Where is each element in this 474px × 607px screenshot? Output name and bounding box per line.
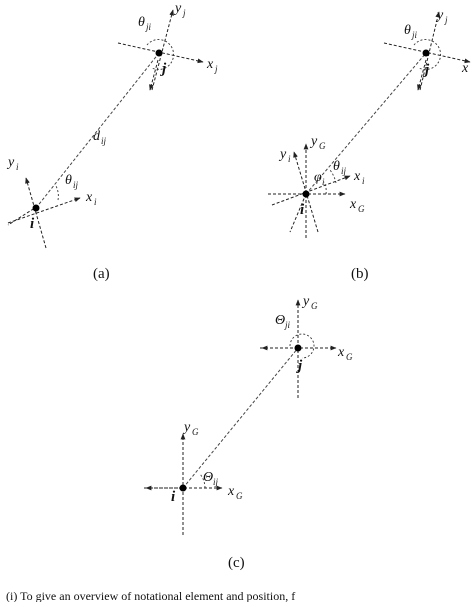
panel-a: i j x i y i x j y j θ ij θ ji d ij (a) (6, 1, 218, 282)
angle-arc-theta-ji-b (413, 39, 441, 70)
node-i-a (32, 204, 40, 212)
y-j-label-a: y (173, 1, 182, 16)
x-G-j-sub-c: G (346, 352, 353, 362)
local-axes-j-b (383, 11, 471, 91)
x-j-label-a: x (206, 57, 214, 72)
theta-ij-sub-b: ij (341, 166, 347, 176)
phi-i-label-b: φ (314, 170, 322, 185)
node-i-b (302, 190, 310, 198)
y-G-j-label-c: y (301, 294, 310, 309)
theta-ji-sub-b: ji (411, 30, 418, 40)
node-j-a (155, 49, 163, 57)
connector-ij-a (35, 52, 160, 209)
y-G-i-sub-c: G (192, 427, 199, 437)
theta-ij-sub-a: ij (73, 180, 79, 190)
node-j-c (294, 344, 302, 352)
y-i-sub-b: i (288, 154, 291, 164)
x-axis-i-a (7, 197, 81, 224)
x-i-label-a: x (85, 190, 93, 205)
y-axis-j-a (151, 9, 174, 91)
d-ij-sub-a: ij (101, 136, 107, 146)
y-G-i-label-c: y (182, 420, 191, 435)
Theta-ji-label-c: Θ (275, 313, 285, 328)
panel-label-b: (b) (351, 266, 369, 282)
aux-axis-i-b (289, 193, 307, 233)
x-axis-j-a (117, 42, 204, 64)
angle-arc-Theta-ji-c (289, 333, 315, 359)
node-j-b (422, 49, 430, 57)
y-j-sub-a: j (182, 8, 186, 18)
panel-b: i j x i y i x G y G x y j φ i θ ij θ ji … (268, 8, 471, 282)
theta-ji-label-b: θ (404, 23, 411, 38)
angle-arc-theta-ij-b (329, 169, 337, 184)
angle-arc-Theta-ij-c (199, 473, 206, 489)
y-axis-j-a-neg (149, 59, 159, 91)
frame-i-axes-a (7, 177, 81, 249)
x-G-sub-b: G (358, 204, 365, 214)
y-G-label-b: y (309, 134, 318, 149)
theta-ij-label-b: θ (333, 159, 340, 174)
figure-caption: (i) To give an overview of notational el… (6, 589, 295, 602)
phi-i-sub-b: i (322, 177, 325, 187)
angle-arc-phi-i-b (323, 181, 327, 195)
Theta-ij-label-c: Θ (203, 470, 213, 485)
angle-arc-theta-ji-a (146, 39, 174, 70)
Theta-ij-sub-c: ij (213, 477, 219, 487)
y-axis-j-b (419, 11, 441, 91)
x-i-label-b: x (353, 169, 361, 184)
d-ij-label-a: d (93, 129, 101, 144)
x-axis-i-b (271, 175, 351, 206)
angle-arc-theta-ij-a (55, 185, 59, 201)
x-i-sub-b: i (362, 176, 365, 186)
y-i-label-a: y (6, 155, 15, 170)
connector-ij-c (182, 347, 299, 489)
x-G-i-label-c: x (227, 484, 235, 499)
Theta-ji-sub-c: ji (284, 320, 291, 330)
node-i-label-a: i (30, 216, 35, 232)
node-i-label-b: i (300, 202, 305, 218)
y-G-j-sub-c: G (311, 301, 318, 311)
node-j-label-c: j (296, 358, 303, 374)
frame-j-axes-a (117, 9, 204, 91)
connector-ij-b (305, 52, 427, 195)
x-G-label-b: x (349, 197, 357, 212)
theta-ij-label-a: θ (65, 173, 72, 188)
panel-label-a: (a) (93, 266, 110, 282)
panel-label-c: (c) (228, 555, 245, 571)
x-G-i-sub-c: G (236, 491, 243, 501)
y-i-sub-a: i (16, 162, 19, 172)
node-j-label-a: j (160, 61, 167, 77)
y-axis-j-b-neg (417, 59, 427, 91)
y-G-sub-b: G (319, 141, 326, 151)
node-i-c (179, 484, 187, 492)
node-j-label-b: j (423, 62, 430, 78)
x-G-j-label-c: x (337, 345, 345, 360)
y-j-label-b: y (435, 8, 444, 23)
y-i-label-b: y (278, 147, 287, 162)
theta-ji-label-a: θ (138, 15, 145, 30)
x-j-sub-a: j (214, 64, 218, 74)
y-j-sub-b: j (444, 15, 448, 25)
y-axis-i-a (25, 177, 47, 249)
x-i-sub-a: i (94, 197, 97, 207)
theta-ji-sub-a: ji (145, 22, 152, 32)
node-i-label-c: i (171, 489, 176, 505)
panel-c: i j x G y G x G y G Θ ij Θ ji (c) (144, 294, 353, 571)
x-j-label-b: x (461, 61, 469, 76)
